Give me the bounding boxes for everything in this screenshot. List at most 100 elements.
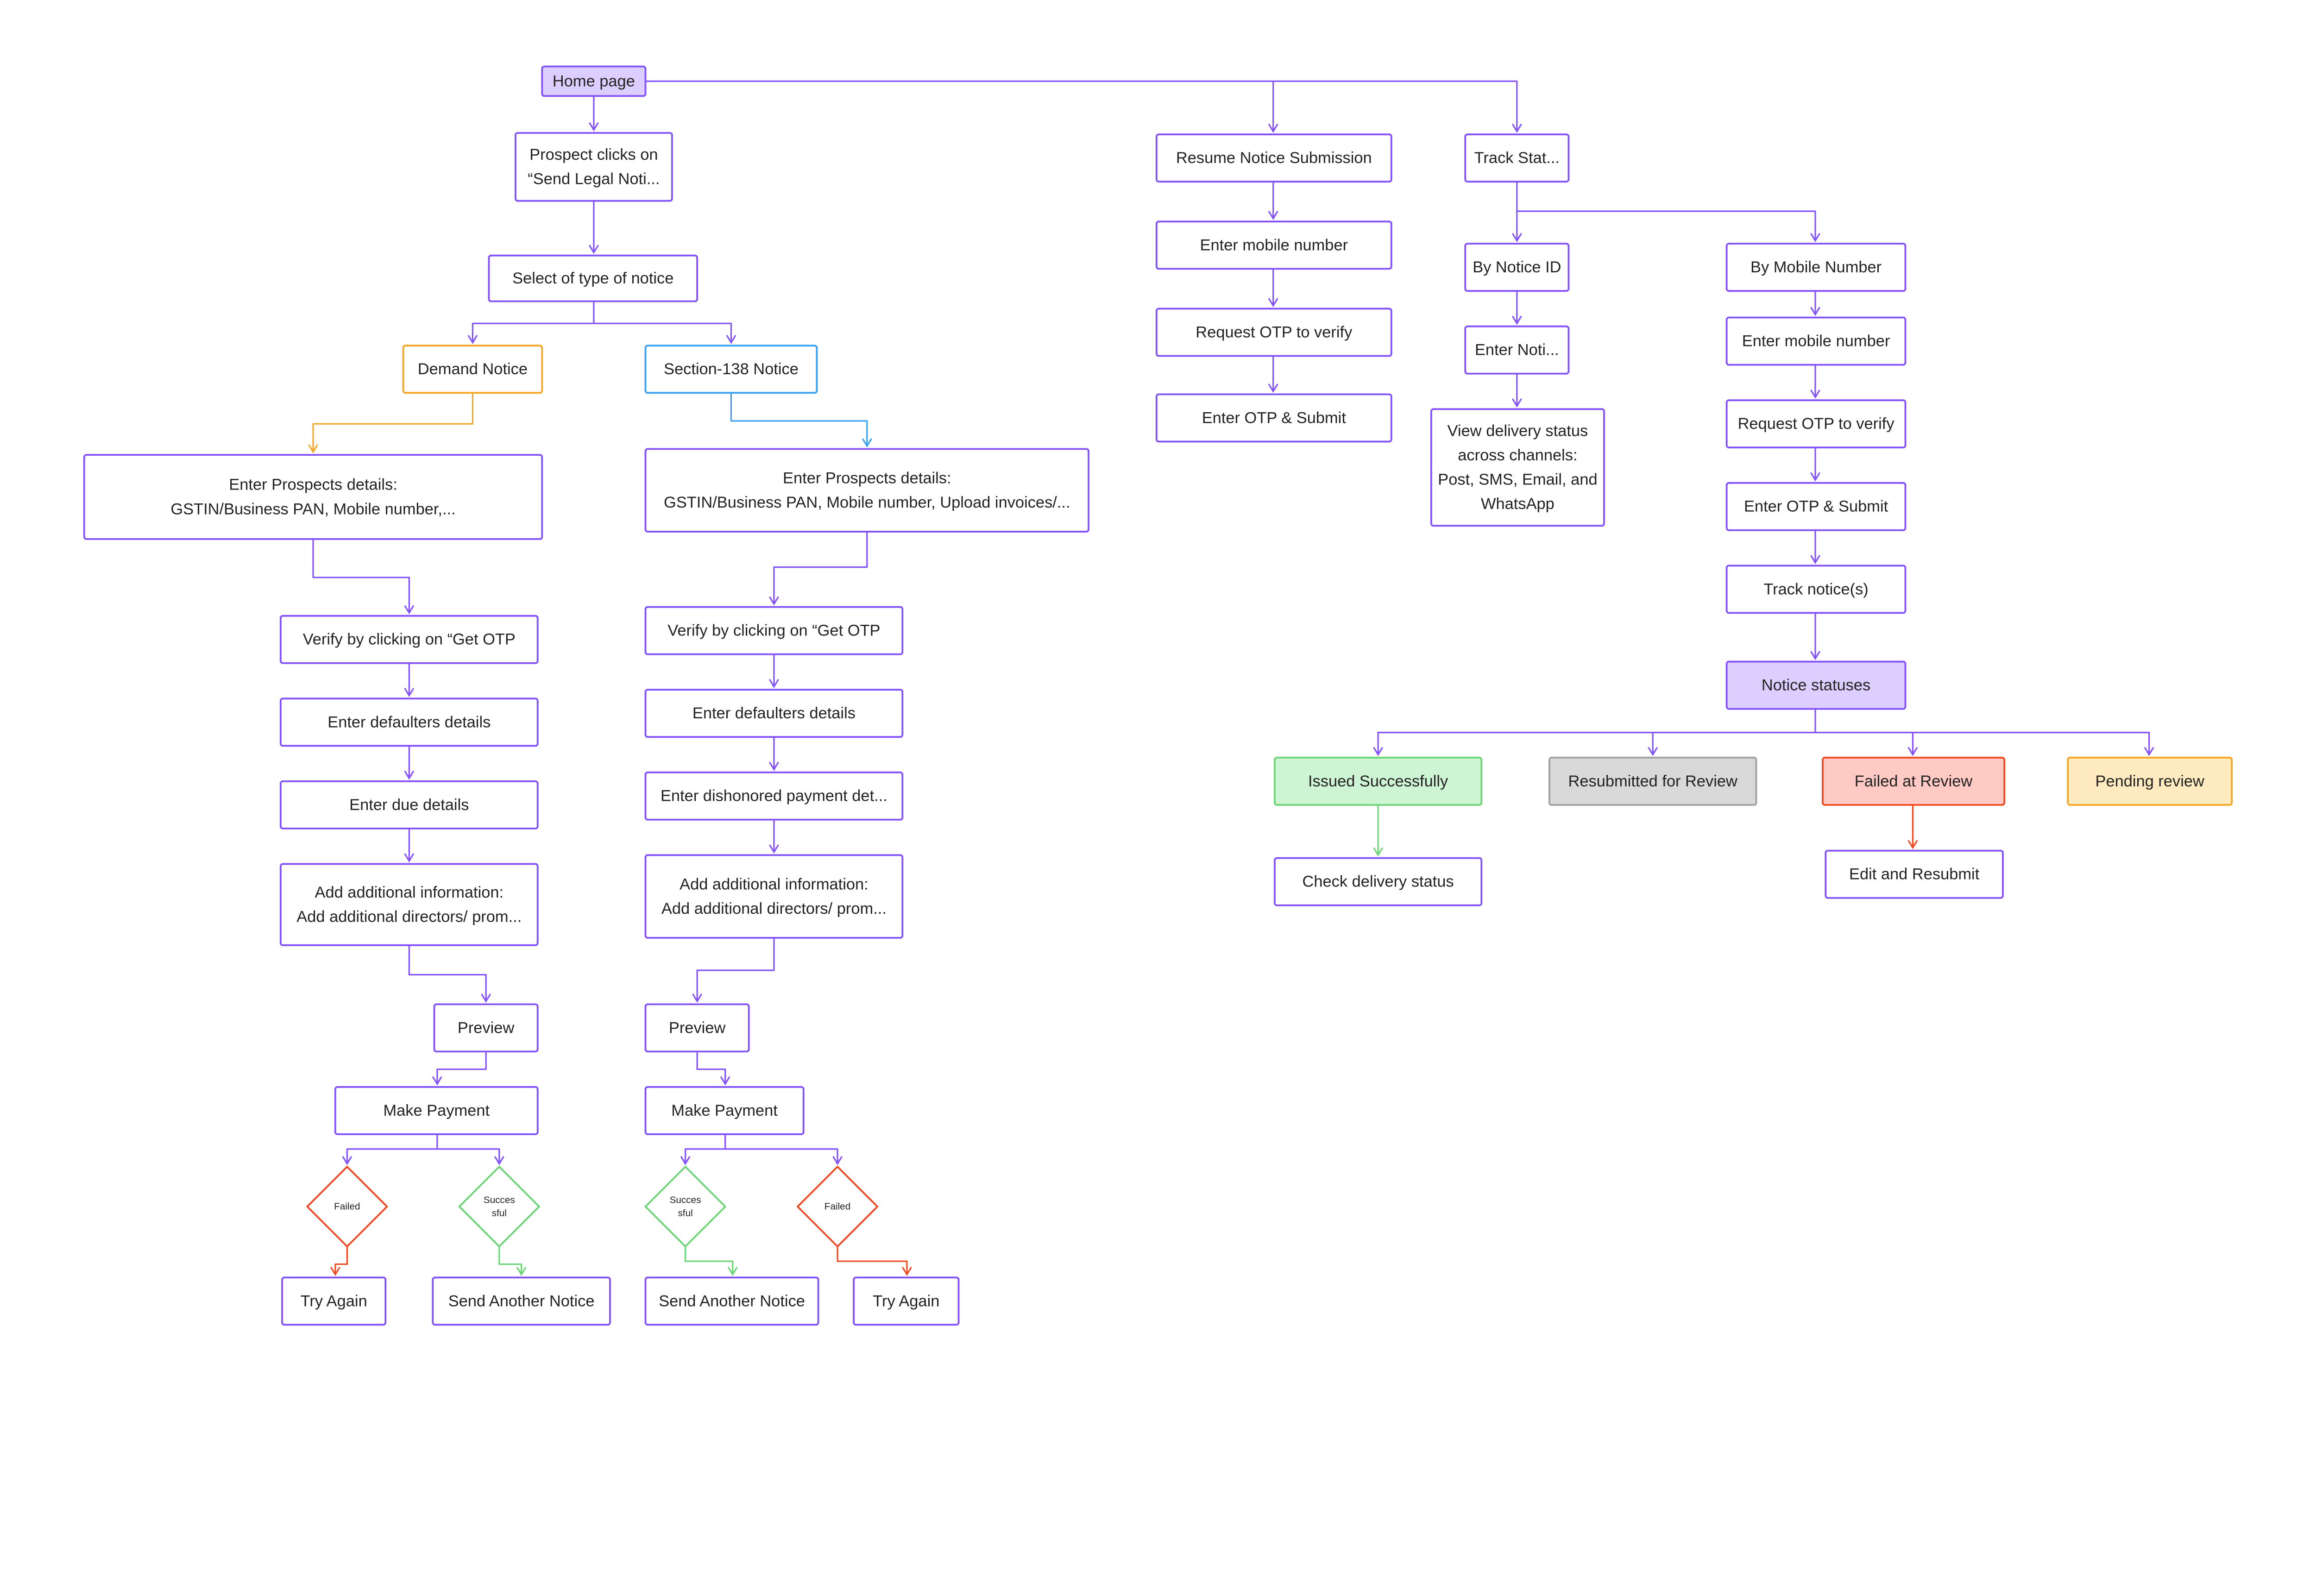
node-mobile1[interactable]: Enter mobile number: [1155, 220, 1392, 270]
node-sendR[interactable]: Send Another Notice: [644, 1276, 819, 1326]
node-pending[interactable]: Pending review: [2067, 756, 2233, 806]
arrowhead-icon: [1268, 211, 1278, 220]
arrowhead-icon: [481, 993, 491, 1003]
node-tracknot[interactable]: Track notice(s): [1725, 565, 1907, 614]
connector-arrow: [312, 539, 415, 615]
node-track[interactable]: Track Stat...: [1464, 133, 1570, 183]
node-box: [279, 697, 539, 747]
node-failR[interactable]: Failed: [797, 1166, 879, 1248]
node-sendL[interactable]: Send Another Notice: [432, 1276, 611, 1326]
node-defR[interactable]: Enter defaulters details: [644, 689, 904, 738]
node-demand[interactable]: Demand Notice: [402, 345, 543, 394]
node-select[interactable]: Select of type of notice: [488, 254, 699, 302]
node-label: Preview: [669, 1019, 726, 1037]
node-label: Demand Notice: [418, 360, 528, 378]
connector-arrow: [1273, 80, 1522, 133]
node-enternoti[interactable]: Enter Noti...: [1464, 325, 1570, 375]
node-enterL[interactable]: Enter Prospects details:GSTIN/Business P…: [83, 454, 543, 540]
node-verifyL[interactable]: Verify by clicking on “Get OTP: [279, 615, 539, 664]
node-tryL[interactable]: Try Again: [281, 1276, 387, 1326]
node-box: [1725, 482, 1907, 531]
node-box: [1822, 756, 2006, 806]
node-label: Prospect clicks on: [529, 146, 658, 163]
node-label: Check delivery status: [1303, 873, 1454, 891]
node-mobile2[interactable]: Enter mobile number: [1725, 316, 1907, 366]
arrowhead-icon: [768, 679, 779, 688]
node-label: Add additional information:: [680, 875, 868, 893]
node-previewR[interactable]: Preview: [644, 1003, 750, 1053]
arrowhead-icon: [1648, 747, 1658, 756]
node-failL[interactable]: Failed: [306, 1166, 388, 1248]
arrowhead-icon: [588, 245, 599, 254]
node-addR[interactable]: Add additional information:Add additiona…: [644, 854, 904, 939]
node-label: By Notice ID: [1473, 258, 1561, 276]
node-failrev[interactable]: Failed at Review: [1822, 756, 2006, 806]
connector-arrow: [1268, 269, 1278, 308]
connector-arrow: [1810, 364, 1820, 399]
connector-line: [1273, 80, 1518, 132]
node-defL[interactable]: Enter defaulters details: [279, 697, 539, 747]
connector-arrow: [498, 1246, 527, 1276]
arrowhead-icon: [1907, 840, 1918, 849]
node-box: [1155, 133, 1392, 183]
node-dueL[interactable]: Enter due details: [279, 780, 539, 829]
node-label: Succes: [484, 1194, 515, 1205]
node-byid[interactable]: By Notice ID: [1464, 243, 1570, 292]
node-box: [1155, 220, 1392, 270]
node-otp1[interactable]: Request OTP to verify: [1155, 308, 1392, 357]
connector-line: [684, 1246, 734, 1275]
arrowhead-icon: [1810, 651, 1820, 660]
arrowhead-icon: [494, 1156, 504, 1165]
connector-arrow: [1907, 804, 1918, 849]
node-enterR[interactable]: Enter Prospects details:GSTIN/Business P…: [644, 448, 1090, 533]
node-resub[interactable]: Resubmitted for Review: [1548, 756, 1757, 806]
connector-arrow: [593, 322, 736, 344]
node-dishR[interactable]: Enter dishonored payment det...: [644, 771, 904, 821]
node-addL[interactable]: Add additional information:Add additiona…: [279, 863, 539, 946]
node-succL[interactable]: Succes sful: [458, 1166, 540, 1248]
connector-arrow: [330, 1246, 348, 1276]
node-box: [644, 1086, 805, 1135]
node-prospect[interactable]: Prospect clicks on“Send Legal Noti...: [514, 132, 673, 202]
node-box: [1273, 857, 1483, 906]
node-label: By Mobile Number: [1750, 258, 1882, 276]
connectors: [308, 80, 2154, 1276]
node-label: Enter OTP & Submit: [1744, 498, 1888, 515]
node-box: [279, 780, 539, 829]
node-label: Notice statuses: [1762, 677, 1870, 694]
arrowhead-icon: [1511, 124, 1522, 133]
node-statuses[interactable]: Notice statuses: [1725, 660, 1907, 710]
node-label: Try Again: [301, 1292, 367, 1310]
node-editres[interactable]: Edit and Resubmit: [1825, 849, 2004, 899]
node-label: Enter mobile number: [1742, 333, 1890, 350]
arrowhead-icon: [862, 438, 872, 448]
arrowhead-icon: [588, 122, 599, 132]
node-resume[interactable]: Resume Notice Submission: [1155, 133, 1392, 183]
node-label: Request OTP to verify: [1738, 415, 1895, 433]
connector-line: [408, 945, 487, 1001]
node-succR[interactable]: Successful: [644, 1166, 726, 1248]
connector-line: [1517, 210, 1816, 241]
connector-arrow: [408, 945, 491, 1003]
node-previewL[interactable]: Preview: [433, 1003, 539, 1053]
node-submit2[interactable]: Enter OTP & Submit: [1725, 482, 1907, 531]
node-payR[interactable]: Make Payment: [644, 1086, 805, 1135]
node-label: Resume Notice Submission: [1176, 149, 1372, 167]
node-s138[interactable]: Section-138 Notice: [644, 345, 818, 394]
node-otp2[interactable]: Request OTP to verify: [1725, 399, 1907, 449]
node-home[interactable]: Home page: [541, 65, 647, 97]
node-label: GSTIN/Business PAN, Mobile number, Uploa…: [664, 494, 1070, 511]
node-verifyR[interactable]: Verify by clicking on “Get OTP: [644, 606, 904, 655]
node-tryR[interactable]: Try Again: [853, 1276, 960, 1326]
arrowhead-icon: [832, 1156, 843, 1165]
node-box: [644, 854, 904, 939]
node-bymob[interactable]: By Mobile Number: [1725, 243, 1907, 292]
node-label: Failed at Review: [1855, 773, 1973, 790]
node-label: Edit and Resubmit: [1849, 866, 1980, 883]
node-submit1[interactable]: Enter OTP & Submit: [1155, 393, 1392, 443]
node-check[interactable]: Check delivery status: [1273, 857, 1483, 906]
node-label: sful: [492, 1208, 507, 1219]
node-payL[interactable]: Make Payment: [334, 1086, 539, 1135]
node-issued[interactable]: Issued Successfully: [1273, 756, 1483, 806]
